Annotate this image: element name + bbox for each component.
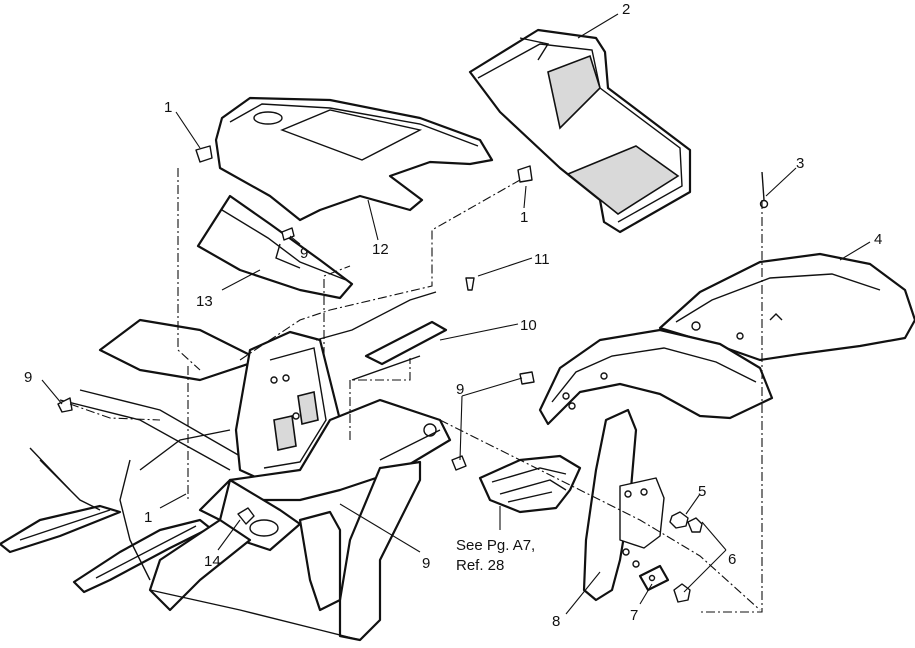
main-frame — [98, 291, 452, 642]
front-rack-bars — [0, 389, 241, 594]
leader-lines — [41, 13, 871, 615]
step-assembly-ref-28 — [478, 454, 582, 514]
callout-9-upper: 9 — [300, 245, 308, 262]
callout-1-top-left: 1 — [164, 99, 172, 116]
callout-4: 4 — [874, 231, 882, 248]
callout-8: 8 — [552, 613, 560, 630]
part-5-nut — [669, 511, 703, 533]
callout-13: 13 — [196, 293, 213, 310]
callout-9-bottom: 9 — [422, 555, 430, 572]
callout-10: 10 — [520, 317, 537, 334]
clip-1-top — [195, 145, 213, 163]
part-6-nut — [673, 583, 691, 603]
callout-2: 2 — [622, 1, 630, 18]
callout-5: 5 — [698, 483, 706, 500]
clip-1-mid — [517, 165, 533, 183]
bolt-9-center — [451, 371, 535, 471]
part-2-rear-console-cover — [468, 28, 692, 234]
callout-7: 7 — [630, 607, 638, 624]
reference-note: See Pg. A7, Ref. 28 — [456, 537, 535, 574]
bolt-9-left — [57, 397, 73, 413]
note-line-1: See Pg. A7, — [456, 537, 535, 554]
callout-labels: 1 2 3 4 1 11 10 12 9 13 9 9 5 6 1 14 9 8… — [24, 1, 882, 630]
callout-9-center: 9 — [456, 381, 464, 398]
callout-6: 6 — [728, 551, 736, 568]
part-14-bolt — [237, 507, 255, 525]
callout-12: 12 — [372, 241, 389, 258]
part-11-pin — [465, 277, 475, 291]
part-10-plate — [364, 320, 448, 366]
part-12-front-console-cover — [214, 96, 494, 222]
rear-fender-left — [538, 328, 774, 426]
callout-1-mid: 1 — [520, 209, 528, 226]
part-7-bracket — [638, 564, 670, 592]
part-4-rear-fender — [658, 252, 915, 362]
assembly-center-lines — [69, 168, 763, 613]
callout-11: 11 — [534, 251, 550, 268]
part-13-panel — [196, 194, 354, 300]
callout-14: 14 — [204, 553, 221, 570]
note-line-2: Ref. 28 — [456, 557, 504, 574]
callout-3: 3 — [796, 155, 804, 172]
callout-1-bottom: 1 — [144, 509, 152, 526]
callout-9-left: 9 — [24, 369, 32, 386]
